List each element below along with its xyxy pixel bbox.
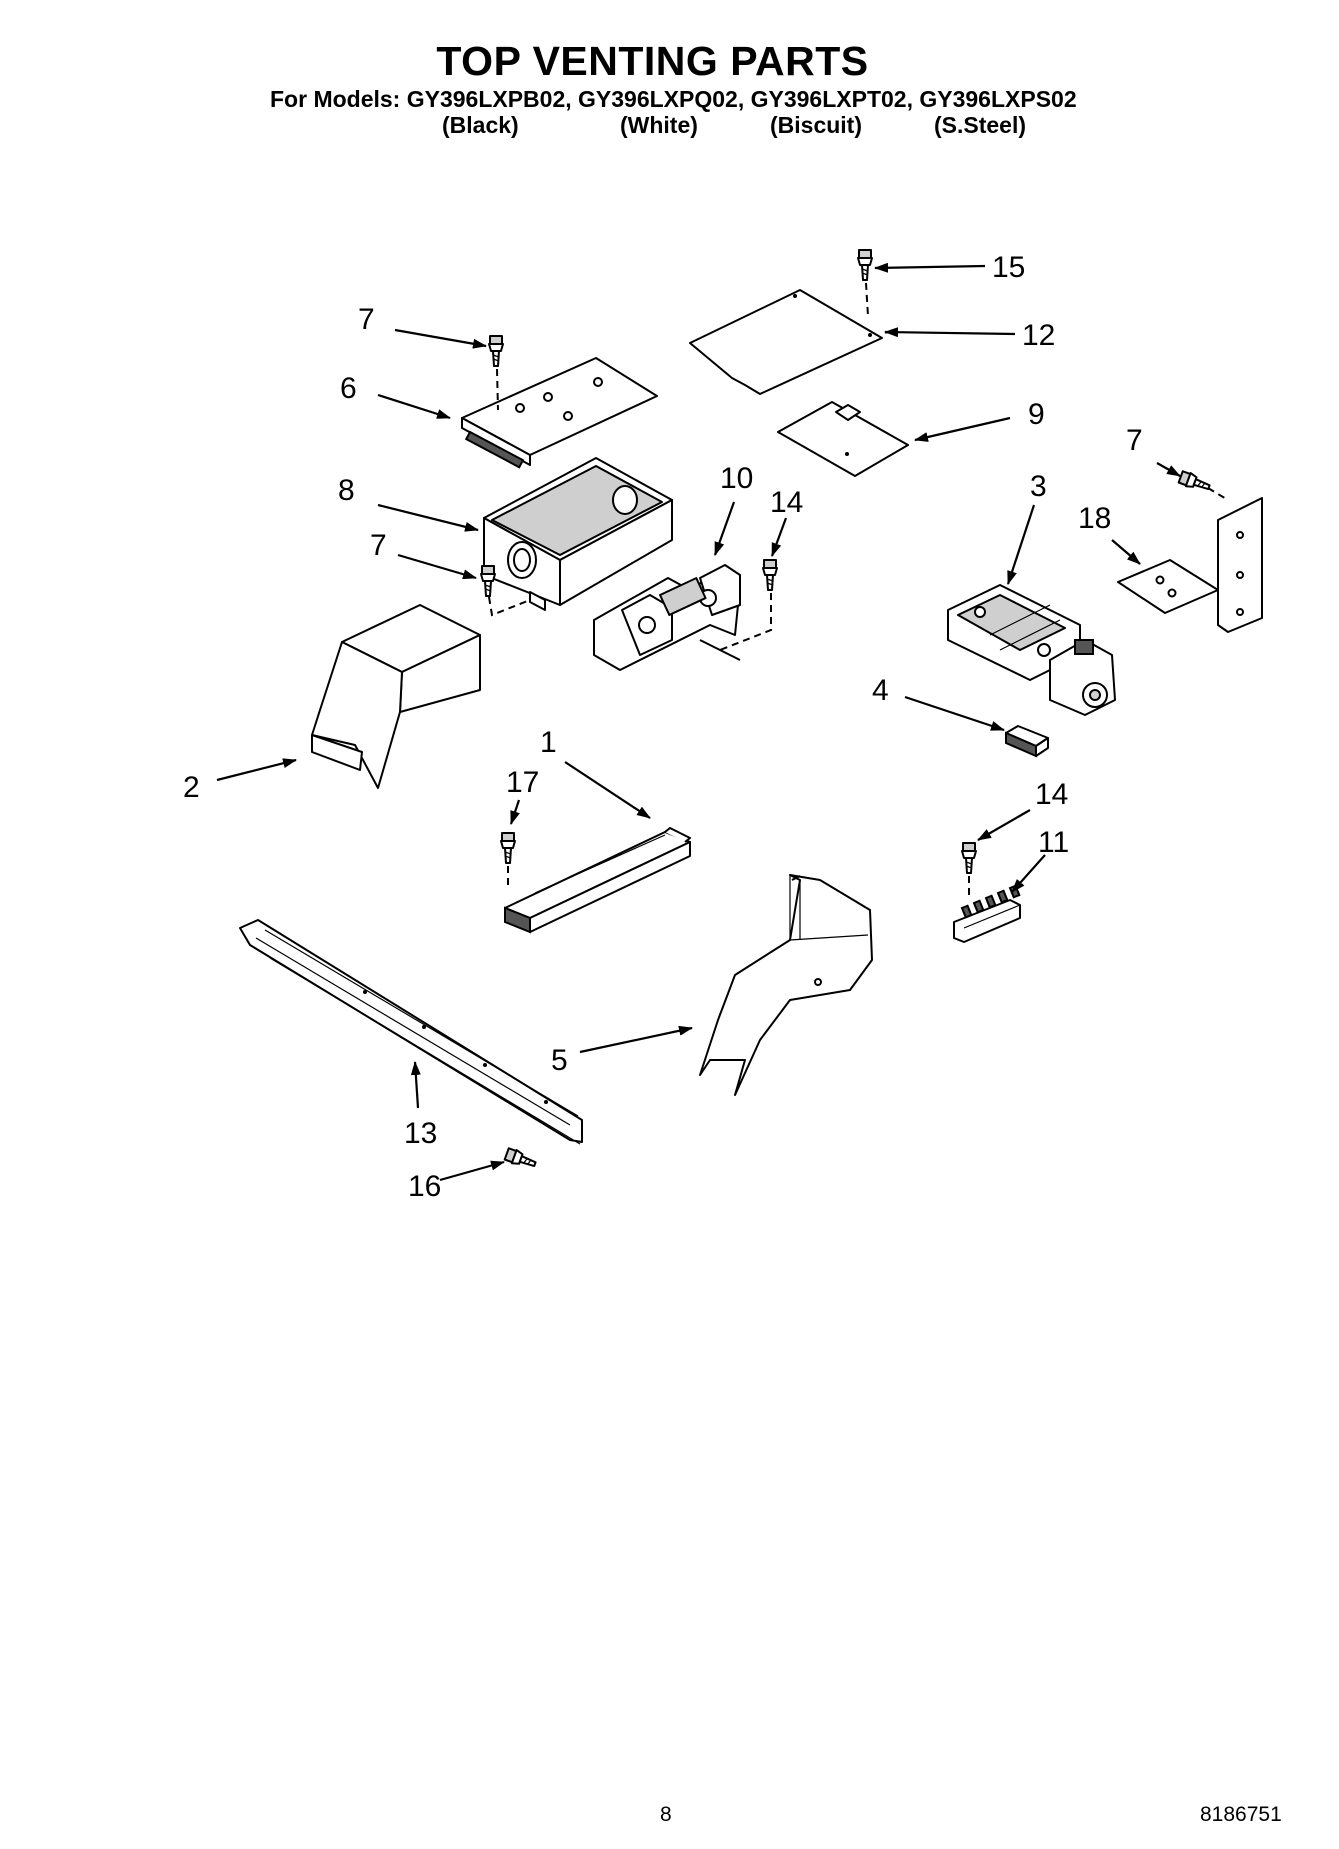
finish-white: (White)	[620, 112, 698, 138]
page-number: 8	[660, 1803, 672, 1826]
finish-biscuit: (Biscuit)	[770, 112, 862, 138]
page-title: TOP VENTING PARTS	[436, 38, 869, 84]
part-4-block	[1005, 725, 1049, 758]
callout-6: 6	[340, 372, 357, 405]
callout-3: 3	[1030, 470, 1047, 503]
callout-1: 1	[540, 726, 557, 759]
part-15-screw	[857, 249, 873, 281]
part-5-duct	[699, 874, 873, 1096]
callout-2: 2	[183, 771, 200, 804]
callout-7-top: 7	[358, 303, 375, 336]
callout-7-right: 7	[1126, 424, 1143, 457]
part-17-screw	[500, 832, 516, 864]
finish-black: (Black)	[442, 112, 519, 138]
finish-ssteel: (S.Steel)	[934, 112, 1027, 138]
part-7-screw-middle	[480, 565, 496, 597]
part-12-plate	[689, 289, 883, 395]
callout-7-middle: 7	[370, 529, 387, 562]
callout-8: 8	[338, 474, 355, 507]
part-13-rail	[239, 919, 583, 1145]
part-7-screw-right	[1177, 469, 1213, 495]
callout-17: 17	[506, 766, 539, 799]
callout-10: 10	[720, 462, 753, 495]
part-9-plate	[777, 401, 909, 477]
callout-11: 11	[1038, 826, 1069, 859]
models-line: For Models: GY396LXPB02, GY396LXPQ02, GY…	[270, 86, 1077, 112]
document-number: 8186751	[1200, 1803, 1282, 1826]
callout-14-upper: 14	[770, 486, 803, 519]
part-6-bracket	[461, 357, 658, 469]
callout-13: 13	[404, 1117, 437, 1150]
callout-5: 5	[551, 1044, 568, 1077]
callout-12: 12	[1022, 319, 1055, 352]
leader-lines	[216, 262, 1181, 1182]
part-1-channel	[504, 827, 691, 934]
callout-15: 15	[992, 251, 1025, 284]
part-10-terminal-block	[593, 564, 741, 671]
part-18-bracket	[1117, 497, 1263, 633]
part-14-screw-upper	[762, 559, 778, 591]
part-8-box	[483, 457, 673, 611]
part-14-screw-lower	[961, 842, 977, 874]
part-2-duct	[311, 604, 481, 789]
callout-16: 16	[408, 1170, 441, 1203]
part-16-screw	[503, 1146, 539, 1172]
callout-14-lower: 14	[1035, 778, 1068, 811]
part-7-screw-top	[488, 335, 504, 367]
callout-9: 9	[1028, 398, 1045, 431]
callout-4: 4	[872, 674, 889, 707]
part-11-connector	[953, 884, 1021, 943]
part-3-blower	[947, 584, 1116, 716]
callout-18: 18	[1078, 502, 1111, 535]
